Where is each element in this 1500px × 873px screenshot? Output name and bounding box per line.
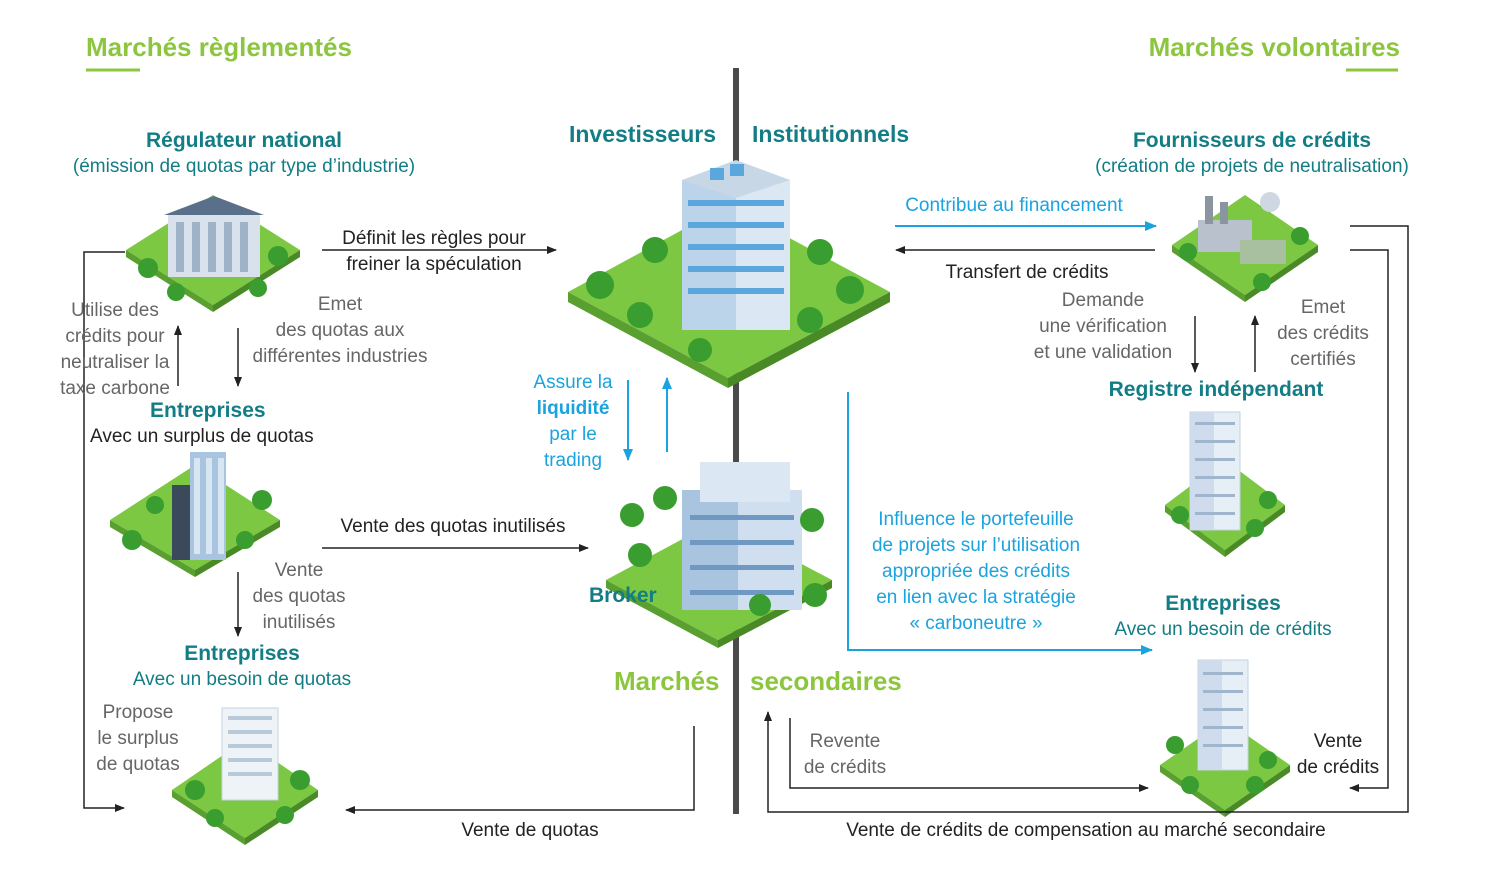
broker-title: Broker: [589, 584, 657, 607]
glass-office-icon: [606, 462, 832, 648]
label-liquidity-1: Assure la: [533, 372, 613, 393]
label-sale-credits: Vente de crédits: [1296, 731, 1380, 778]
label-issues-certified: Emet des crédits certifiés: [1277, 297, 1369, 370]
header-voluntary-markets: Marchés volontaires: [1148, 32, 1400, 62]
arrow-influence: [847, 392, 1153, 655]
office-tower-icon: [110, 452, 280, 577]
label-proposes-surplus: Propose le surplus de quotas: [96, 702, 180, 775]
header-secondary-markets-left: Marchés: [614, 666, 720, 696]
label-contributes-financing: Contribue au financement: [905, 195, 1123, 216]
arrow-left-loop: [83, 251, 125, 812]
arrow-sale-credits: [1349, 249, 1389, 792]
credit-suppliers-title: Fournisseurs de crédits: [1132, 129, 1372, 152]
registry-title: Registre indépendant: [1108, 378, 1324, 401]
label-sale-quotas: Vente de quotas: [461, 820, 599, 841]
companies-surplus-subtitle: Avec un surplus de quotas: [90, 426, 314, 447]
label-issues-quotas: Emet des quotas aux différentes industri…: [252, 294, 428, 367]
companies-need-quotas-subtitle: Avec un besoin de quotas: [132, 669, 352, 690]
small-office-icon: [172, 707, 318, 845]
investors-title: Investisseurs: [568, 121, 716, 147]
companies-need-quotas-title: Entreprises: [184, 642, 300, 665]
label-sale-unused-vertical: Vente des quotas inutilisés: [252, 560, 346, 633]
label-requests-verification: Demande une vérification et une validati…: [1033, 290, 1173, 363]
factory-icon: [1172, 192, 1318, 302]
government-building-icon: [126, 195, 300, 312]
label-uses-credits: Utilise des crédits pour neutraliser la …: [60, 300, 170, 399]
regulator-title: Régulateur national: [145, 129, 343, 152]
label-liquidity-2: liquidité: [536, 398, 610, 419]
header-secondary-markets-right: secondaires: [750, 666, 902, 696]
headquarters-tower-icon: [568, 160, 890, 388]
arrow-broker-to-companies: [345, 726, 695, 814]
header-regulated-markets: Marchés règlementés: [86, 32, 352, 62]
label-sale-compensation: Vente de crédits de compensation au marc…: [846, 820, 1326, 841]
label-influence-portfolio: Influence le portefeuille de projets sur…: [871, 509, 1081, 634]
corporate-building-icon: [1160, 659, 1290, 817]
companies-surplus-title: Entreprises: [150, 399, 266, 422]
credit-suppliers-subtitle: (création de projets de neutralisation): [1095, 156, 1409, 177]
regulator-subtitle: (émission de quotas par type d’industrie…: [72, 156, 416, 177]
label-defines-rules: Définit les règles pour freiner la spécu…: [342, 228, 526, 275]
companies-need-credits-title: Entreprises: [1165, 592, 1281, 615]
registry-tower-icon: [1165, 411, 1285, 557]
label-liquidity-3: par le trading: [543, 424, 603, 471]
label-sells-unused: Vente des quotas inutilisés: [340, 516, 566, 537]
companies-need-credits-subtitle: Avec un besoin de crédits: [1114, 619, 1332, 640]
arrow-resale-credits: [789, 718, 1149, 792]
arrow-compensation-loop: [764, 225, 1409, 813]
label-credit-transfer: Transfert de crédits: [945, 262, 1109, 283]
institutionals-title: Institutionnels: [752, 121, 910, 147]
label-resale-credits: Revente de crédits: [803, 731, 887, 778]
